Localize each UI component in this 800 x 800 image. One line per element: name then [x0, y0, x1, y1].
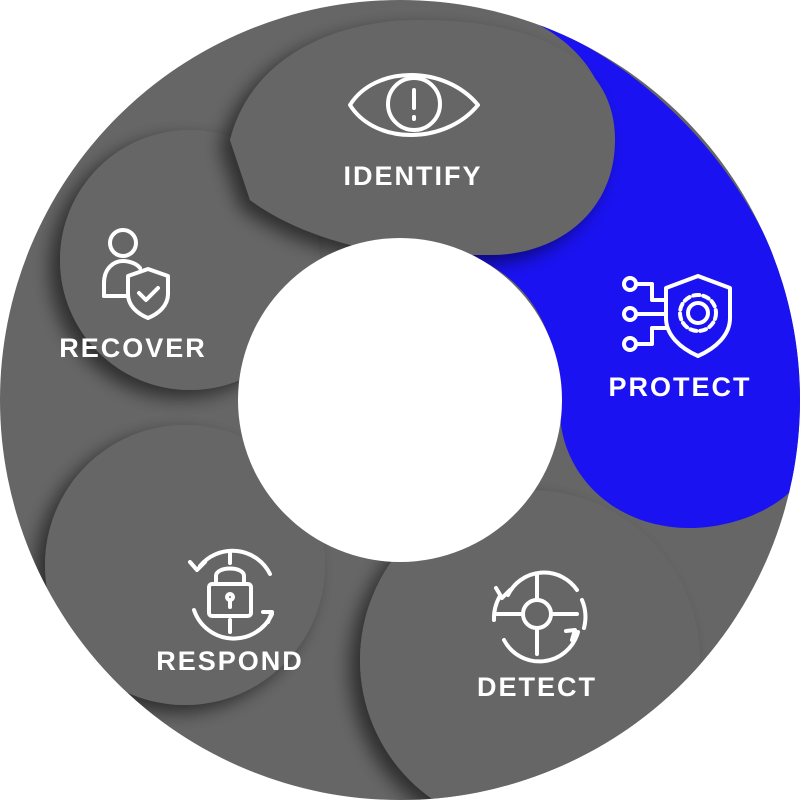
respond-label: RESPOND: [156, 646, 304, 676]
circuit-shield-gear-icon: [622, 274, 732, 358]
lock-cycle-icon: [188, 548, 274, 641]
eye-alert-icon: [348, 73, 480, 137]
crosshair-target-icon: [491, 570, 588, 664]
recover-label: RECOVER: [59, 333, 207, 363]
identify-lobe[interactable]: [230, 20, 615, 255]
protect-segment[interactable]: [470, 20, 800, 528]
center-hole: [238, 238, 562, 562]
identify-label: IDENTIFY: [343, 161, 482, 191]
protect-label: PROTECT: [608, 372, 751, 402]
user-shield-check-icon: [102, 228, 170, 320]
detect-label: DETECT: [477, 672, 597, 702]
